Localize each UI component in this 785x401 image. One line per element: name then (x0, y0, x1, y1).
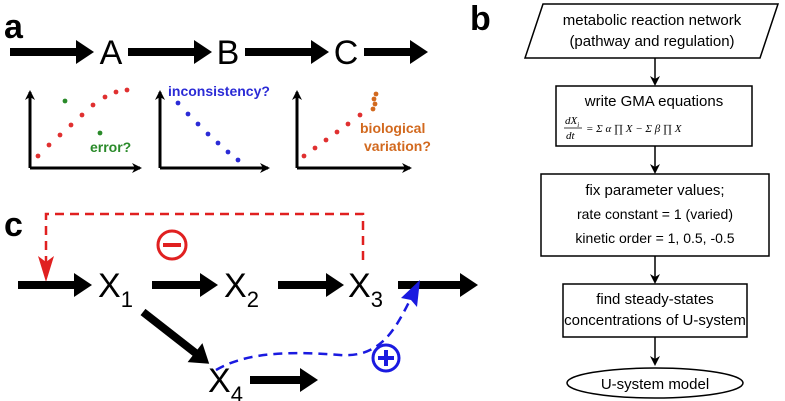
panel-c-label: c (4, 206, 23, 244)
panel-b: b metabolic reaction network (pathway an… (470, 0, 780, 399)
arrow-out-x4 (250, 368, 318, 392)
step-network-line2: (pathway and regulation) (569, 33, 734, 50)
plot-bio-cluster-dot (372, 101, 378, 107)
inhibition-feedback-line (44, 212, 365, 262)
plot-error-dot (102, 94, 108, 100)
step-params-line1: fix parameter values; (585, 182, 724, 199)
plot-error-dot (79, 112, 85, 118)
node-a: A (100, 34, 123, 72)
step-params-line3: kinetic order = 1, 0.5, -0.5 (575, 230, 734, 246)
node-x4: X4 (208, 362, 243, 401)
plot-bio-cluster-dot (371, 96, 377, 102)
gma-equation: dXi dt = Σ α ∏ X − Σ β ∏ X (564, 115, 683, 142)
plot-error-dots (35, 87, 130, 159)
activation-symbol (371, 343, 401, 373)
plot-error-dot (90, 102, 96, 108)
plot-error-dot (68, 122, 74, 128)
step-gma-title: write GMA equations (584, 93, 723, 110)
panel-a-label: a (4, 8, 24, 46)
plot-bio-dot (334, 129, 340, 135)
plot-bio-dot (345, 121, 351, 127)
step-gma-box (555, 85, 753, 147)
annotation-inconsistency: inconsistency? (168, 83, 270, 99)
pathway-arrows-a (10, 40, 428, 64)
plot-error-outlier-dot (97, 130, 103, 136)
plot-inconsistency-dot (205, 131, 211, 137)
plot-error-dot (124, 87, 130, 93)
arrow-a-to-b (128, 40, 212, 64)
step-network-box (523, 3, 780, 59)
node-x1: X1 (98, 267, 133, 312)
arrow-out-x3 (398, 273, 478, 297)
panel-a: a A B C error? inconsistency? (4, 8, 431, 173)
plot-inconsistency-dots (175, 100, 241, 163)
plot-bio-dot (312, 145, 318, 151)
plot-bio-cluster-dot (370, 106, 376, 112)
arrow-in-x1 (18, 273, 92, 297)
inhibition-symbol (156, 229, 188, 261)
annotation-variation: variation? (364, 138, 431, 154)
panel-b-label: b (470, 0, 491, 38)
node-x3: X3 (348, 267, 383, 312)
panel-c: c X1 X2 X3 X4 (4, 206, 478, 401)
step-params-box (540, 173, 770, 257)
activation-plus-v (384, 350, 388, 366)
arrow-out-c (364, 40, 428, 64)
plot-bio-dot (301, 153, 307, 159)
step-network-line1: metabolic reaction network (563, 12, 742, 29)
step-model-ellipse (566, 367, 744, 399)
eq-numerator: dXi (565, 115, 579, 129)
step-params-line2: rate constant = 1 (varied) (577, 206, 733, 222)
eq-rhs: = Σ α ∏ X − Σ β ∏ X (586, 123, 683, 135)
plot-bio-dot (323, 137, 329, 143)
plot-error-dot (113, 89, 119, 95)
arrow-x1-to-x2 (152, 273, 218, 297)
inhibition-minus (163, 243, 181, 247)
eq-denominator: dt (566, 130, 576, 142)
plot-inconsistency-dot (215, 140, 221, 146)
plot-inconsistency-dot (225, 149, 231, 155)
step-model-label: U-system model (601, 376, 709, 393)
activation-arrowhead (401, 280, 420, 307)
arrow-in-a (10, 40, 94, 64)
plot-inconsistency: inconsistency? (155, 83, 270, 173)
plot-inconsistency-dot (175, 100, 181, 106)
node-b: B (217, 34, 240, 72)
arrow-b-to-c (245, 40, 329, 64)
plot-bio-dot (357, 112, 363, 118)
arrow-x2-to-x3 (278, 273, 344, 297)
plot-error-dot (46, 142, 52, 148)
plot-bio-cluster-dot (373, 91, 379, 97)
plot-error-dot (57, 132, 63, 138)
activation-curve (215, 299, 412, 372)
step-steady-line1: find steady-states (596, 291, 714, 308)
step-steady-line2: concentrations of U-system (564, 312, 746, 329)
plot-bio-dots (301, 91, 379, 159)
plot-inconsistency-dot (235, 157, 241, 163)
inhibition-arrowhead (38, 256, 54, 282)
plot-inconsistency-dot (185, 111, 191, 117)
annotation-biological: biological (360, 120, 425, 136)
plot-error-outlier-dot (62, 98, 68, 104)
node-x2: X2 (224, 267, 259, 312)
arrow-x1-to-x4 (140, 308, 210, 364)
plot-error: error? (25, 87, 142, 173)
plot-biological-variation: biological variation? (292, 90, 431, 173)
node-c: C (334, 34, 359, 72)
plot-inconsistency-dot (195, 121, 201, 127)
plot-error-dot (35, 153, 41, 159)
annotation-error: error? (90, 139, 131, 155)
